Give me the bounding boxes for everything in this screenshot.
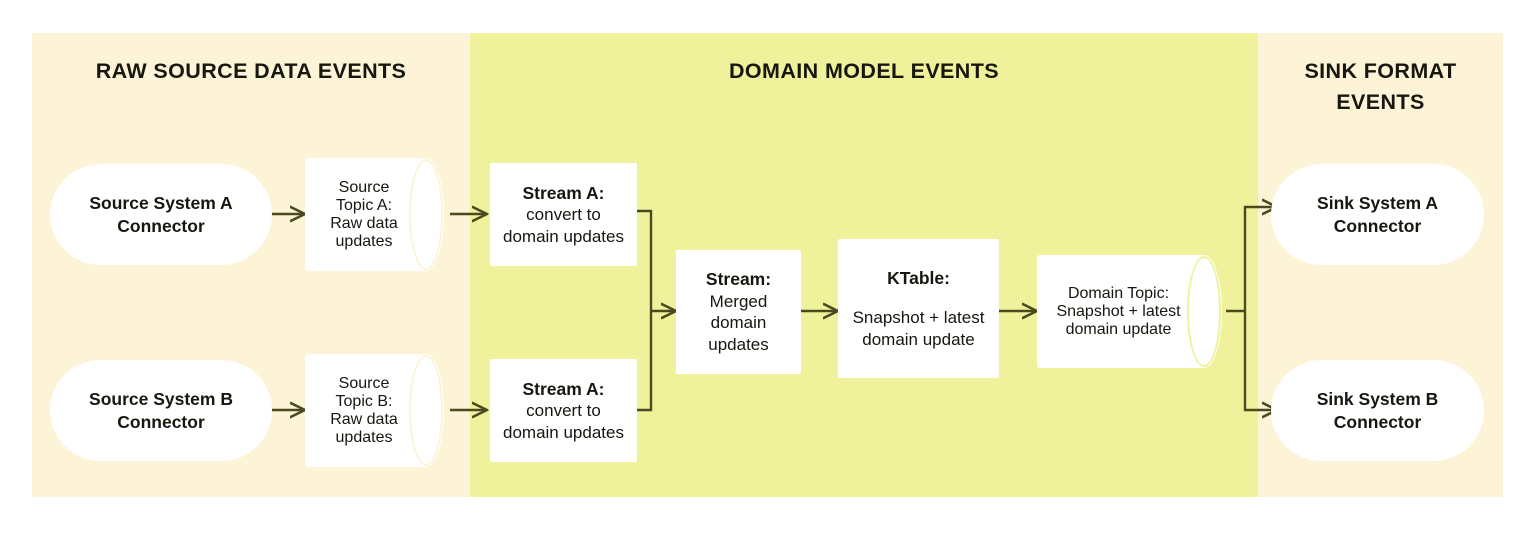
node-stream-a-top[interactable]: Stream A: convert to domain updates xyxy=(490,163,637,266)
section-title-domain-model: DOMAIN MODEL EVENTS xyxy=(729,59,999,83)
node-source-topic-b[interactable]: Source Topic B: Raw data updates xyxy=(305,354,451,467)
domain-topic-cylinder-body xyxy=(1037,255,1204,368)
domain-topic-line1: Snapshot + latest xyxy=(1056,302,1181,320)
node-sink-system-a-connector[interactable]: Sink System A Connector xyxy=(1271,164,1484,265)
stream-a-bottom-title: Stream A: xyxy=(522,378,605,399)
stream-a-bottom-line1: convert to xyxy=(526,400,601,420)
domain-topic-title: Domain Topic: xyxy=(1067,284,1170,302)
source-topic-b-cylinder-body xyxy=(305,354,426,467)
node-stream-merged[interactable]: Stream: Merged domain updates xyxy=(676,250,801,374)
stream-merged-line3: updates xyxy=(708,335,769,355)
source-topic-b-line1: Raw data xyxy=(330,410,398,428)
node-domain-topic[interactable]: Domain Topic: Snapshot + latest domain u… xyxy=(1037,255,1229,368)
stream-a-bottom-line2: domain updates xyxy=(503,422,624,442)
node-source-system-a-connector[interactable]: Source System A Connector xyxy=(50,164,272,265)
stream-a-top-line2: domain updates xyxy=(503,226,624,246)
source-topic-a-line2: updates xyxy=(335,232,393,250)
node-stream-a-bottom[interactable]: Stream A: convert to domain updates xyxy=(490,359,637,462)
node-sink-system-b-connector[interactable]: Sink System B Connector xyxy=(1271,360,1484,461)
node-source-system-b-connector[interactable]: Source System B Connector xyxy=(50,360,272,461)
ktable-title: KTable: xyxy=(887,267,950,288)
node-ktable[interactable]: KTable: Snapshot + latest domain update xyxy=(838,239,999,378)
section-title-sink-format-line2: EVENTS xyxy=(1336,89,1425,114)
source-topic-a-title-line1: Source xyxy=(338,178,390,196)
source-topic-a-cylinder-body xyxy=(305,158,426,271)
source-topic-b-title-line2: Topic B: xyxy=(335,392,393,410)
source-topic-a-label: Source Topic A: Raw data updates xyxy=(305,158,423,271)
source-topic-a-title-line2: Topic A: xyxy=(335,196,393,214)
ktable-line2: domain update xyxy=(862,329,975,349)
node-source-topic-a[interactable]: Source Topic A: Raw data updates xyxy=(305,158,451,271)
stream-merged-title: Stream: xyxy=(705,269,772,290)
source-topic-b-label: Source Topic B: Raw data updates xyxy=(305,354,423,467)
sink-system-b-subtitle: Connector xyxy=(1333,411,1422,432)
sink-system-a-subtitle: Connector xyxy=(1333,215,1422,236)
ktable-line1: Snapshot + latest xyxy=(852,307,985,327)
stream-a-top-line1: convert to xyxy=(526,204,601,224)
node-source-system-b-subtitle: Connector xyxy=(117,411,205,432)
node-source-system-a-subtitle: Connector xyxy=(117,215,205,236)
source-topic-b-cylinder-rim xyxy=(409,355,443,466)
section-title-sink-format: SINK FORMAT EVENTS xyxy=(1258,56,1503,117)
stream-merged-line1: Merged xyxy=(709,291,768,311)
stream-merged-line2: domain xyxy=(710,313,767,333)
sink-system-b-title: Sink System B xyxy=(1316,389,1439,410)
domain-topic-label: Domain Topic: Snapshot + latest domain u… xyxy=(1037,255,1200,368)
domain-topic-cylinder-rim xyxy=(1187,256,1221,367)
sink-system-a-title: Sink System A xyxy=(1317,193,1438,214)
source-topic-b-title-line1: Source xyxy=(338,374,390,392)
stream-a-top-title: Stream A: xyxy=(522,182,605,203)
node-source-system-b-title: Source System B xyxy=(89,389,233,410)
section-title-raw-source: RAW SOURCE DATA EVENTS xyxy=(95,59,407,83)
node-source-system-a-title: Source System A xyxy=(89,193,233,214)
source-topic-a-line1: Raw data xyxy=(330,214,398,232)
section-title-sink-format-line1: SINK FORMAT xyxy=(1304,59,1457,83)
domain-topic-line2: domain update xyxy=(1065,320,1172,338)
source-topic-a-cylinder-rim xyxy=(409,159,443,270)
source-topic-b-line2: updates xyxy=(335,428,393,446)
